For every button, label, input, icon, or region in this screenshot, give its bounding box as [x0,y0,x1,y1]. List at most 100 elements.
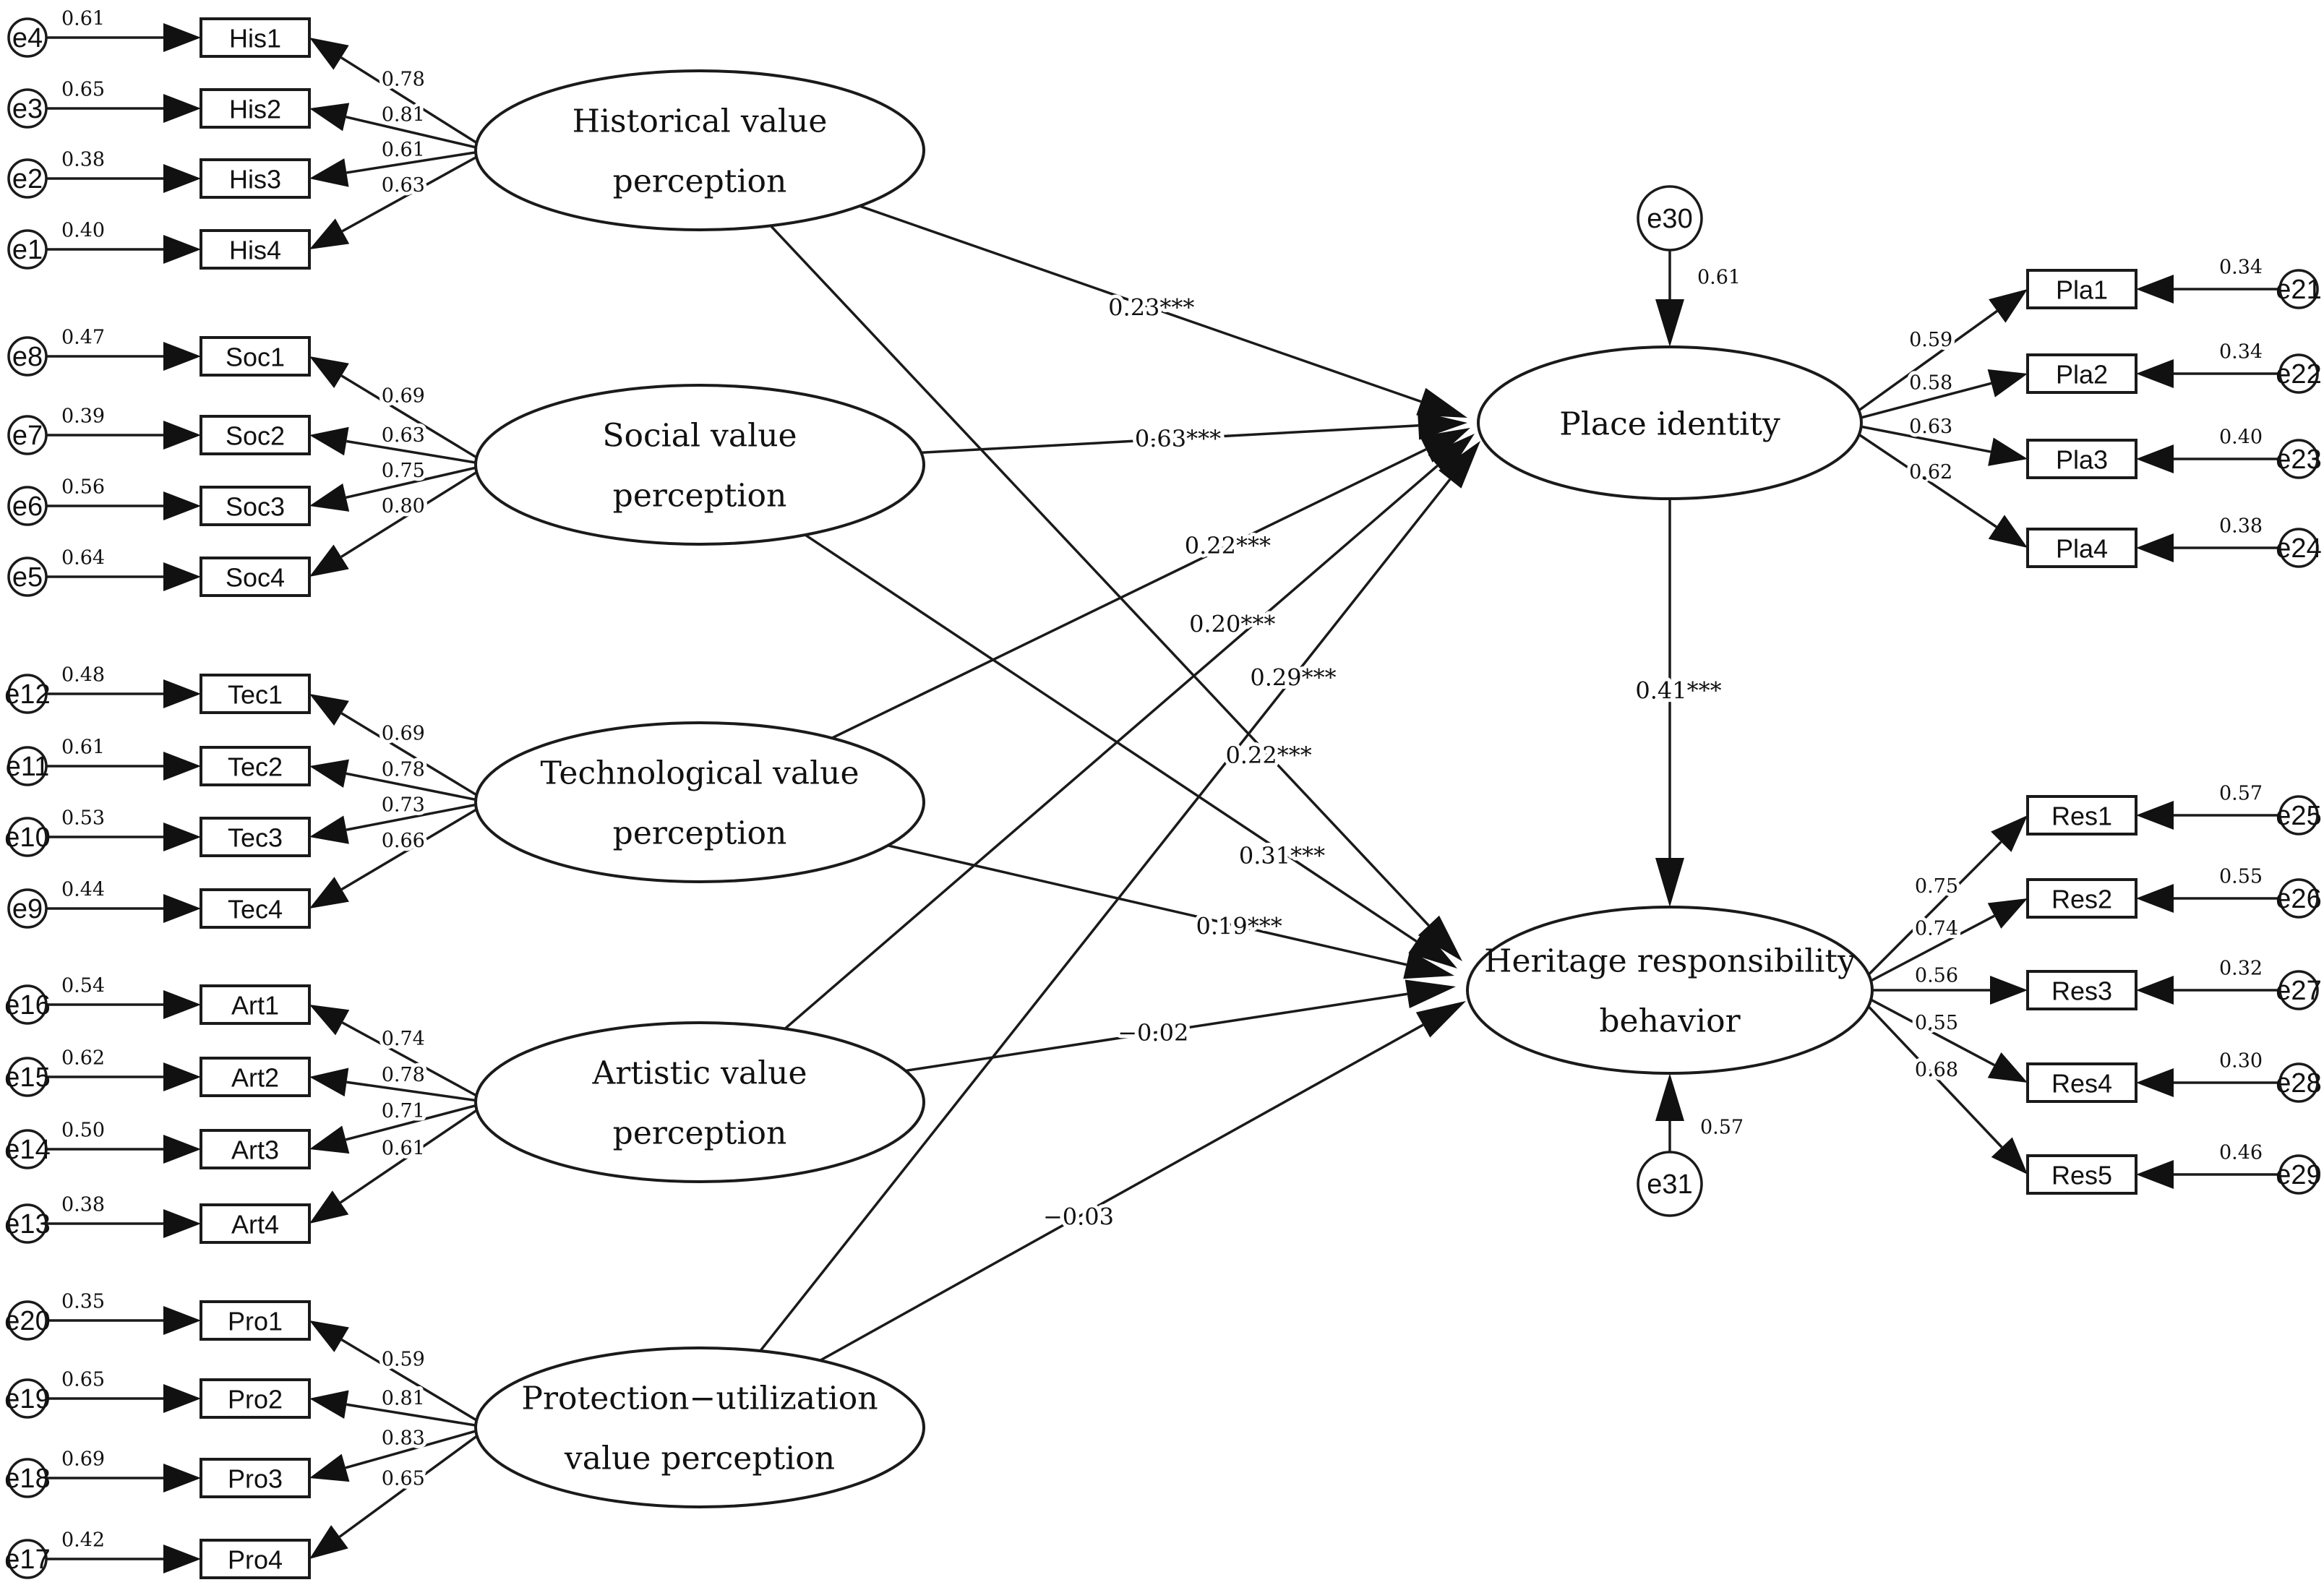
error-variance: 0.38 [2219,515,2263,538]
error-variance: 0.42 [61,1529,105,1552]
path-soc-res-arrowhead [1408,929,1457,968]
error-arrow-arrowhead [163,679,201,708]
path-coef-tec-pla: 0.22*** [1185,532,1271,559]
error-term [7,557,48,597]
error-arrow-arrowhead [163,1464,201,1492]
loading-value: 0.59 [1909,329,1952,351]
indicator-box [200,486,311,526]
error-term [2278,795,2319,836]
loading-arrow [340,1106,482,1204]
error-variance: 0.61 [61,8,105,30]
error-label: e5 [12,562,43,593]
error-arrow-arrowhead [163,1135,201,1164]
indicator-label: Art1 [231,991,279,1021]
loading-arrow-arrowhead [309,1005,350,1036]
indicator-label: Tec4 [228,895,283,924]
path-pro-res-arrowhead [1415,1001,1466,1038]
loading-value: 0.75 [1915,875,1958,898]
error-label: e1 [12,235,43,265]
indicator-box [200,817,311,857]
loading-arrow-arrowhead [1990,976,2028,1005]
error-label: e25 [2276,801,2321,831]
error-variance: 0.48 [61,664,105,687]
indicator-box [200,557,311,597]
loading-arrow [346,116,482,150]
error-term [7,746,48,786]
error-arrow-arrowhead [2136,275,2174,304]
error-arrow-arrowhead [2136,444,2174,473]
indicator-box [2026,528,2138,568]
error-term [2278,878,2319,919]
loading-arrow [1863,995,1995,1067]
indicator-label: His3 [229,165,281,194]
error-term [7,984,48,1025]
loading-arrow [346,465,482,499]
latent-label-art: perception [613,1115,787,1152]
path-coef-art-res: −0.02 [1118,1019,1188,1047]
loading-arrow [1852,424,1991,453]
loading-arrow [1852,429,1997,528]
error-variance: 0.57 [2219,783,2263,805]
path-his-res [769,225,1430,927]
error-term [7,486,48,526]
indicator-box [200,158,311,199]
loading-arrow [346,150,482,174]
error-variance: 0.32 [2219,958,2263,980]
disturbance-label: e31 [1647,1169,1692,1200]
latent-label-pro: value perception [564,1440,835,1477]
latent-art [474,1021,925,1183]
loading-value: 0.74 [382,1028,425,1050]
error-variance: 0.35 [61,1291,105,1313]
indicator-box [200,1300,311,1341]
latent-label-soc: perception [613,478,787,515]
loading-value: 0.69 [382,385,425,407]
error-label: e19 [4,1384,50,1414]
latent-pla [1477,345,1863,500]
error-label: e8 [12,342,43,372]
error-arrow-arrowhead [2136,1160,2174,1189]
loading-value: 0.63 [382,174,425,197]
loading-arrow [345,1428,482,1469]
loading-arrow-arrowhead [1989,289,2028,323]
latent-label-tec: Technological value [540,755,859,792]
error-label: e3 [12,94,43,124]
indicator-box [200,229,311,270]
error-label: e16 [4,990,50,1021]
loading-arrow [340,805,482,890]
error-arrow-arrowhead [163,1306,201,1335]
indicator-box [200,1203,311,1244]
error-term [2278,1154,2319,1195]
loading-arrow-arrowhead [309,1320,349,1352]
loading-arrow [341,1021,482,1100]
indicator-box [2026,1154,2138,1195]
loading-arrow-arrowhead [309,1190,349,1224]
error-term [7,88,48,129]
indicator-label: Pro1 [228,1307,283,1336]
indicator-label: Art2 [231,1063,279,1093]
loading-arrow-arrowhead [1991,815,2028,852]
error-variance: 0.30 [2219,1050,2263,1073]
indicator-box [2026,795,2138,836]
loading-value: 0.78 [382,758,425,781]
error-label: e14 [4,1135,50,1165]
error-label: e27 [2276,976,2321,1006]
error-label: e20 [4,1306,50,1336]
error-variance: 0.64 [61,547,105,570]
loading-arrow-arrowhead [309,1390,349,1419]
loading-value: 0.61 [382,139,425,161]
path-art-pla-arrowhead [1428,434,1475,477]
latent-label-soc: Social value [602,418,797,455]
error-term [2278,353,2319,394]
loading-value: 0.63 [1909,416,1952,438]
latent-label-tec: perception [613,815,787,852]
loading-arrow-arrowhead [309,1525,348,1559]
indicator-box [200,746,311,786]
error-label: e17 [4,1545,50,1575]
error-variance: 0.56 [61,476,105,499]
indicator-label: Pla1 [2056,275,2108,305]
indicator-label: Pro2 [228,1385,283,1414]
indicator-box [200,888,311,929]
error-variance: 0.38 [61,149,105,171]
error-arrow-arrowhead [163,562,201,591]
indicator-box [200,984,311,1025]
